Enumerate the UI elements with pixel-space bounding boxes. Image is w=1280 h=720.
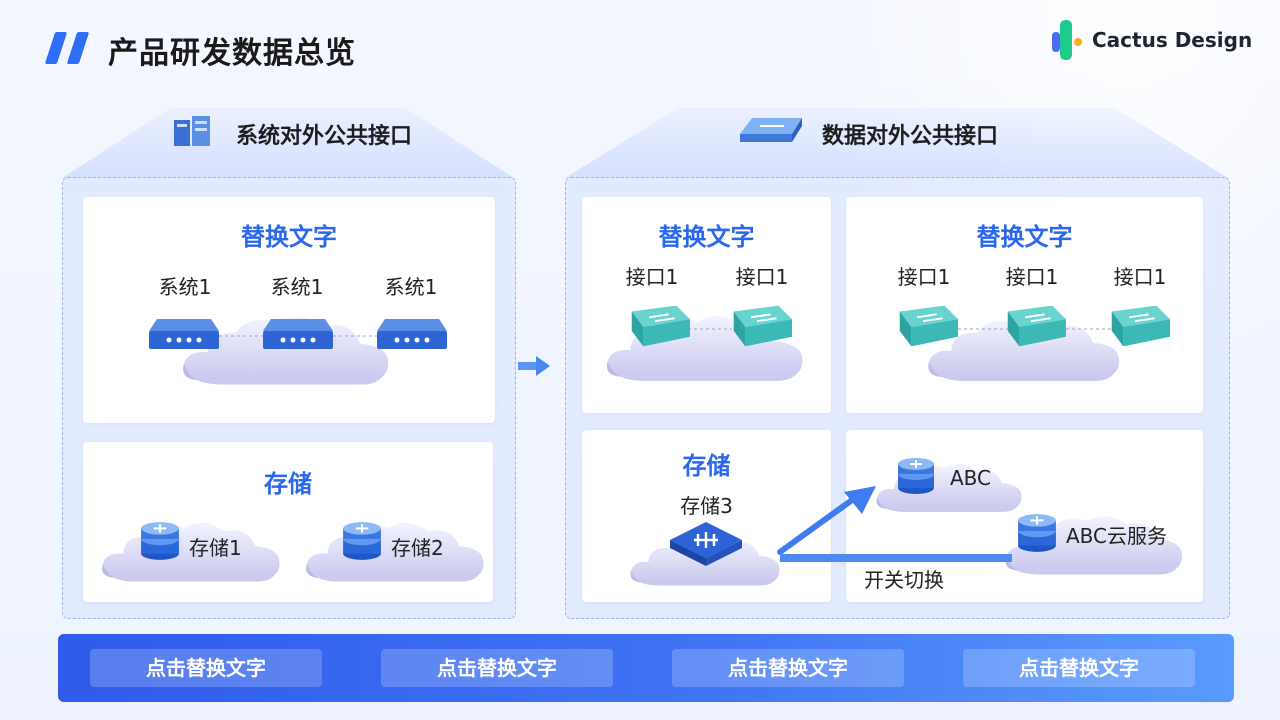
interface-label: 接口1 (1113, 265, 1167, 289)
cactus-logo-icon (1052, 20, 1082, 60)
storage-label: 存储1 (189, 536, 242, 560)
link-line (682, 328, 732, 330)
footer-bar: 点击替换文字 点击替换文字 点击替换文字 点击替换文字 (58, 634, 1234, 702)
card-title: 替换文字 (241, 223, 337, 251)
interface-label: 接口1 (735, 265, 789, 289)
system-label: 系统1 (270, 275, 324, 299)
card-title: 存储 (264, 470, 312, 498)
footer-button-4[interactable]: 点击替换文字 (963, 649, 1195, 687)
footer-button-1[interactable]: 点击替换文字 (90, 649, 322, 687)
right-heading: 数据对外公共接口 (822, 124, 999, 149)
system-label: 系统1 (158, 275, 212, 299)
right-interface-card-1: 替换文字 接口1 接口1 (582, 197, 831, 413)
service-label: ABC云服务 (1066, 524, 1168, 548)
storage-label: 存储3 (680, 494, 733, 518)
hub-icon (670, 522, 742, 566)
card-title: 存储 (682, 452, 731, 480)
footer-button-2[interactable]: 点击替换文字 (381, 649, 613, 687)
page-title: 产品研发数据总览 (108, 36, 356, 71)
left-heading: 系统对外公共接口 (236, 124, 413, 149)
card-title: 替换文字 (976, 223, 1073, 251)
right-storage-card: 存储 存储3 (582, 430, 831, 602)
interface-label: 接口1 (897, 265, 951, 289)
right-interface-card-2: 替换文字 接口1 接口1 接口1 (846, 197, 1203, 413)
right-cloud-card: ABC ABC云服务 开关切换 (846, 430, 1203, 602)
card-title: 替换文字 (658, 223, 755, 251)
router-icon (740, 118, 802, 142)
interface-label: 接口1 (625, 265, 679, 289)
footer-button-3[interactable]: 点击替换文字 (672, 649, 904, 687)
brand-name: Cactus Design (1092, 28, 1253, 52)
storage-label: 存储2 (391, 536, 444, 560)
right-roof (565, 108, 1228, 178)
switch-label: 开关切换 (864, 568, 944, 592)
left-system-card: 替换文字 系统1 系统1 系统1 (83, 197, 495, 423)
interface-label: 接口1 (1005, 265, 1059, 289)
system-label: 系统1 (384, 275, 438, 299)
service-label: ABC (950, 466, 992, 490)
arrow-right-icon (518, 356, 550, 376)
server-icon (174, 116, 210, 146)
left-storage-card: 存储 存储1 存储2 (83, 442, 493, 602)
